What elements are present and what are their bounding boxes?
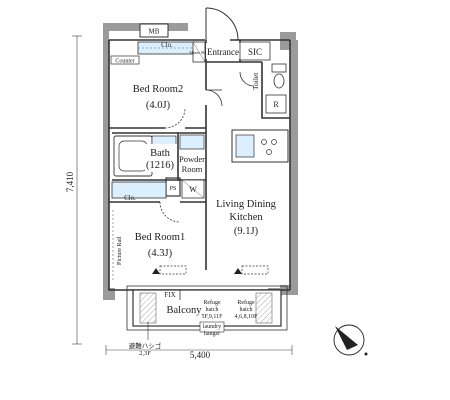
w-label: W	[189, 185, 197, 194]
counter-label: Counter	[115, 59, 134, 65]
balcony-label: Balcony	[167, 305, 203, 316]
refuge1-line1: Refuge	[203, 299, 221, 306]
refuge1-line2: hatch	[206, 307, 219, 313]
interior-doors	[159, 71, 255, 223]
bedroom2-size: (4.0J)	[146, 100, 171, 111]
escape-ladder-line1: 避難ハシゴ	[129, 341, 162, 350]
counter	[110, 55, 140, 65]
refuge1-line3: 5F,9,11F	[202, 314, 224, 320]
escape-ladder-line2: 2,3F	[139, 350, 151, 357]
living-line2: Kitchen	[229, 212, 263, 223]
picture-rail-label: Picture Rail	[117, 236, 123, 265]
closet-mid	[111, 181, 167, 199]
refrigerator-space	[265, 94, 287, 114]
clo-mid-label: Clo.	[124, 194, 136, 202]
ps-label: PS	[170, 186, 177, 192]
powder-line1: Powder	[179, 154, 205, 164]
clo-top-label: Clo.	[161, 41, 173, 49]
bedroom1-size: (4.3J)	[148, 248, 173, 259]
shoes-box-label: Shoes Box	[189, 50, 209, 55]
bedroom2-name: Bed Room2	[133, 84, 183, 95]
r-label: R	[273, 100, 279, 109]
bedroom1-name: Bed Room1	[135, 232, 185, 243]
refuge2-line3: 4,6,8,10F	[235, 314, 259, 320]
toilet-label: Toilet	[251, 72, 260, 90]
entrance-label: Entrance	[207, 47, 239, 57]
bath-name: Bath	[150, 148, 171, 159]
refuge2-line2: hatch	[240, 307, 253, 313]
fix-label: FIX	[164, 291, 175, 299]
meter-box	[139, 23, 169, 38]
living-size: (9.1J)	[234, 226, 259, 237]
compass-icon	[333, 324, 368, 356]
living-line1: Living Dining	[216, 199, 277, 210]
toilet-fixture	[271, 63, 287, 89]
entrance-door[interactable]	[205, 7, 239, 41]
mb-label: MB	[149, 28, 160, 36]
kitchen-counter	[231, 129, 289, 163]
sic-closet	[239, 41, 271, 61]
window-markers	[152, 268, 242, 274]
powder-sink	[179, 134, 205, 150]
dimension-width: 5,400	[190, 350, 211, 360]
dimension-lines	[72, 35, 293, 355]
laundry-line2: hanger	[204, 331, 220, 337]
bath-size: (1216)	[146, 160, 174, 171]
sic-label: SIC	[248, 47, 262, 57]
powder-line2: Room	[182, 164, 203, 174]
refuge2-line1: Refuge	[237, 299, 255, 306]
windows	[159, 265, 269, 275]
dimension-depth: 7,410	[65, 171, 75, 192]
laundry-line1: laundry	[203, 324, 221, 330]
